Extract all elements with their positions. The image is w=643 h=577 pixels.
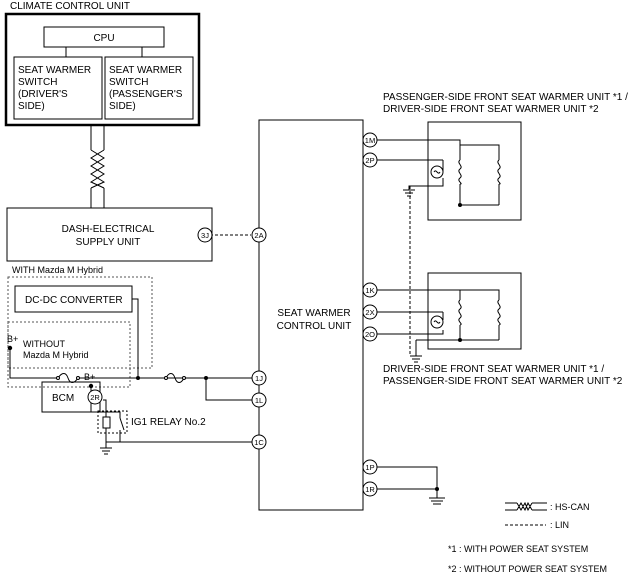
switch-driver-line3: (DRIVER'S: [18, 89, 68, 100]
switch-driver-box: [13, 56, 103, 120]
lower-seat-warmer-unit: 1K 2X 2O DRIVER-SIDE FRONT SEAT WARMER U…: [362, 272, 623, 387]
bcm-label: BCM: [52, 393, 74, 404]
fuse-main: [165, 373, 185, 383]
pin-3j: 3J: [201, 231, 209, 240]
pin-2p: 2P: [365, 156, 374, 165]
switch-driver-line4: SIDE): [18, 101, 45, 112]
upper-unit-label-2: DRIVER-SIDE FRONT SEAT WARMER UNIT *2: [383, 104, 599, 115]
dash-supply-line1: DASH-ELECTRICAL: [62, 224, 155, 235]
bcm-relay-section: BCM B+ IG1 RELAY No.2: [41, 372, 252, 455]
dash-electrical-supply-unit: DASH-ELECTRICAL SUPPLY UNIT: [6, 207, 213, 262]
note-2: *2 : WITHOUT POWER SEAT SYSTEM: [448, 564, 607, 574]
cpu-box: [43, 26, 165, 48]
upper-seat-warmer-unit: PASSENGER-SIDE FRONT SEAT WARMER UNIT *1…: [362, 92, 628, 356]
switch-passenger-box: [104, 56, 194, 120]
bplus-left-label: B+: [7, 334, 18, 344]
seat-warmer-control-unit: SEAT WARMER CONTROL UNIT: [258, 119, 364, 511]
control-unit-line2: CONTROL UNIT: [277, 321, 352, 332]
pin-1k: 1K: [365, 286, 374, 295]
pin-1r: 1R: [365, 485, 375, 494]
legend: : HS-CAN : LIN *1 : WITH POWER SEAT SYST…: [448, 501, 607, 574]
left-pins: 3J 2A 1J 1L 1C 2R: [87, 227, 267, 450]
ig1-relay-box: [97, 410, 128, 434]
switch-passenger-line3: (PASSENGER'S: [109, 89, 183, 100]
pin-1c: 1C: [254, 438, 264, 447]
pin-2a: 2A: [254, 231, 263, 240]
legend-hscan: : HS-CAN: [550, 502, 590, 512]
climate-control-unit: CLIMATE CONTROL UNIT CPU SEAT WARMER SWI…: [4, 1, 201, 127]
switch-passenger-line4: SIDE): [109, 101, 136, 112]
with-hybrid-label: WITH Mazda M Hybrid: [12, 265, 103, 275]
dcdc-label: DC-DC CONVERTER: [25, 295, 123, 306]
pin-2r: 2R: [90, 393, 100, 402]
pin-2x: 2X: [365, 308, 374, 317]
switch-passenger-line1: SEAT WARMER: [109, 65, 182, 76]
hscan-twisted-pair: [89, 125, 106, 208]
fuse-left: [57, 373, 79, 383]
lower-unit-label-1: DRIVER-SIDE FRONT SEAT WARMER UNIT *1 /: [383, 364, 604, 375]
hybrid-section: WITH Mazda M Hybrid DC-DC CONVERTER WITH…: [7, 265, 254, 401]
pin-1p: 1P: [365, 463, 374, 472]
pin-1l: 1L: [255, 396, 263, 405]
cpu-label: CPU: [93, 33, 114, 44]
ground-pins: 1P 1R: [362, 459, 445, 505]
lower-unit-label-2: PASSENGER-SIDE FRONT SEAT WARMER UNIT *2: [383, 376, 623, 387]
without-hybrid-line1: WITHOUT: [23, 339, 65, 349]
bplus-relay-label: B+: [84, 372, 95, 382]
climate-control-unit-title: CLIMATE CONTROL UNIT: [10, 1, 130, 12]
pin-2o: 2O: [365, 330, 375, 339]
pin-1m: 1M: [365, 136, 375, 145]
switch-passenger-line2: SWITCH: [109, 77, 148, 88]
upper-unit-label-1: PASSENGER-SIDE FRONT SEAT WARMER UNIT *1…: [383, 92, 628, 103]
note-1: *1 : WITH POWER SEAT SYSTEM: [448, 544, 588, 554]
control-unit-line1: SEAT WARMER: [277, 308, 350, 319]
pin-1j: 1J: [255, 374, 263, 383]
dash-supply-line2: SUPPLY UNIT: [76, 237, 141, 248]
without-hybrid-line2: Mazda M Hybrid: [23, 350, 89, 360]
switch-driver-line1: SEAT WARMER: [18, 65, 91, 76]
switch-driver-line2: SWITCH: [18, 77, 57, 88]
ig1-relay-label: IG1 RELAY No.2: [131, 417, 206, 428]
legend-lin: : LIN: [550, 520, 569, 530]
